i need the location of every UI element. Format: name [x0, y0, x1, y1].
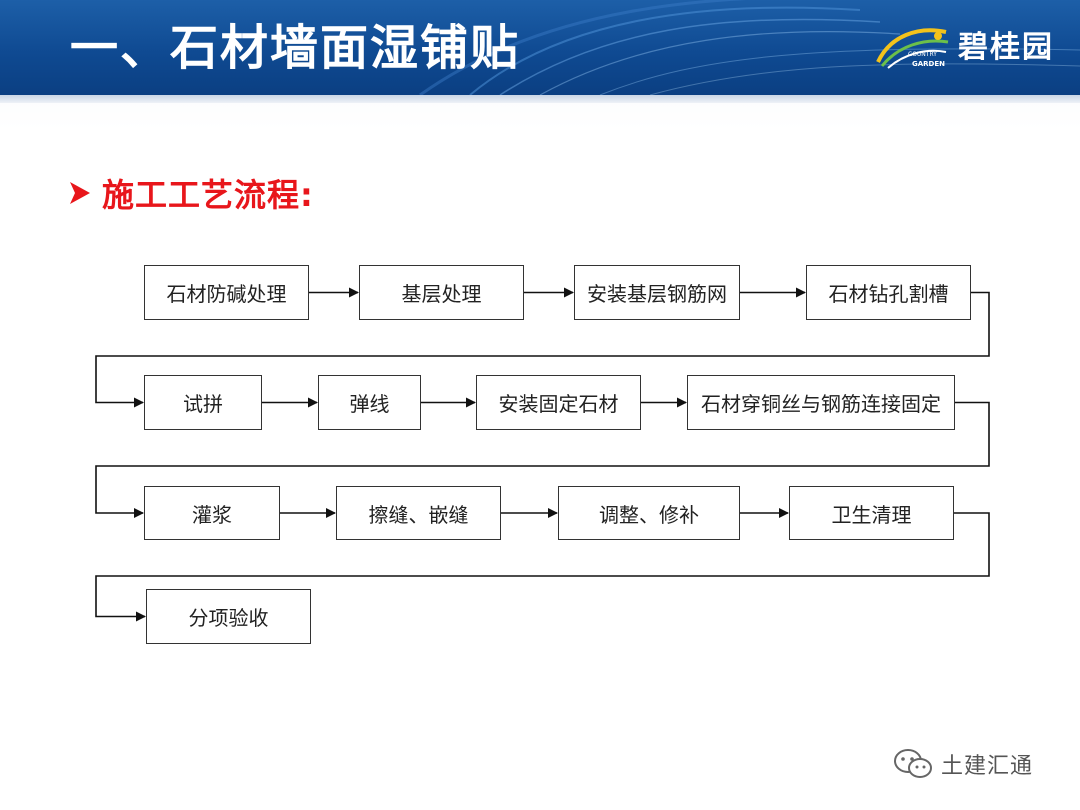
header-band: 一、石材墙面湿铺贴 碧桂园 COUNTRY GARDEN	[0, 0, 1080, 95]
flow-arrow	[95, 512, 990, 622]
header-divider	[0, 95, 1080, 103]
chevron-right-icon	[70, 182, 90, 204]
flow-step: 分项验收	[146, 589, 311, 644]
header-swirl-decoration	[419, 0, 1080, 95]
flow-step: 试拼	[144, 375, 262, 430]
watermark: 土建汇通	[893, 742, 1033, 786]
wechat-icon	[894, 749, 932, 778]
logo-subtitle-2: GARDEN	[912, 60, 946, 68]
flow-step: 弹线	[318, 375, 421, 430]
flow-step: 灌浆	[144, 486, 280, 540]
flow-step: 基层处理	[359, 265, 524, 320]
logo-name: 碧桂园	[958, 30, 1054, 65]
flow-step: 调整、修补	[558, 486, 740, 540]
flow-step: 安装基层钢筋网	[574, 265, 740, 320]
flow-step: 卫生清理	[789, 486, 954, 540]
flow-step: 擦缝、嵌缝	[336, 486, 501, 540]
flow-arrow	[95, 401, 990, 518]
flow-step: 石材钻孔割槽	[806, 265, 971, 320]
country-garden-logo-icon	[876, 28, 949, 69]
flow-arrow	[95, 291, 990, 408]
section-heading-text: 施工工艺流程:	[102, 176, 314, 214]
flow-step: 安装固定石材	[476, 375, 641, 430]
flow-step: 石材穿铜丝与钢筋连接固定	[687, 375, 955, 430]
watermark-text: 土建汇通	[941, 754, 1034, 779]
logo-subtitle: COUNTRY	[908, 51, 937, 58]
flow-step: 石材防碱处理	[144, 265, 309, 320]
page-title: 一、石材墙面湿铺贴	[70, 20, 521, 76]
section-heading: 施工工艺流程:	[66, 168, 314, 218]
